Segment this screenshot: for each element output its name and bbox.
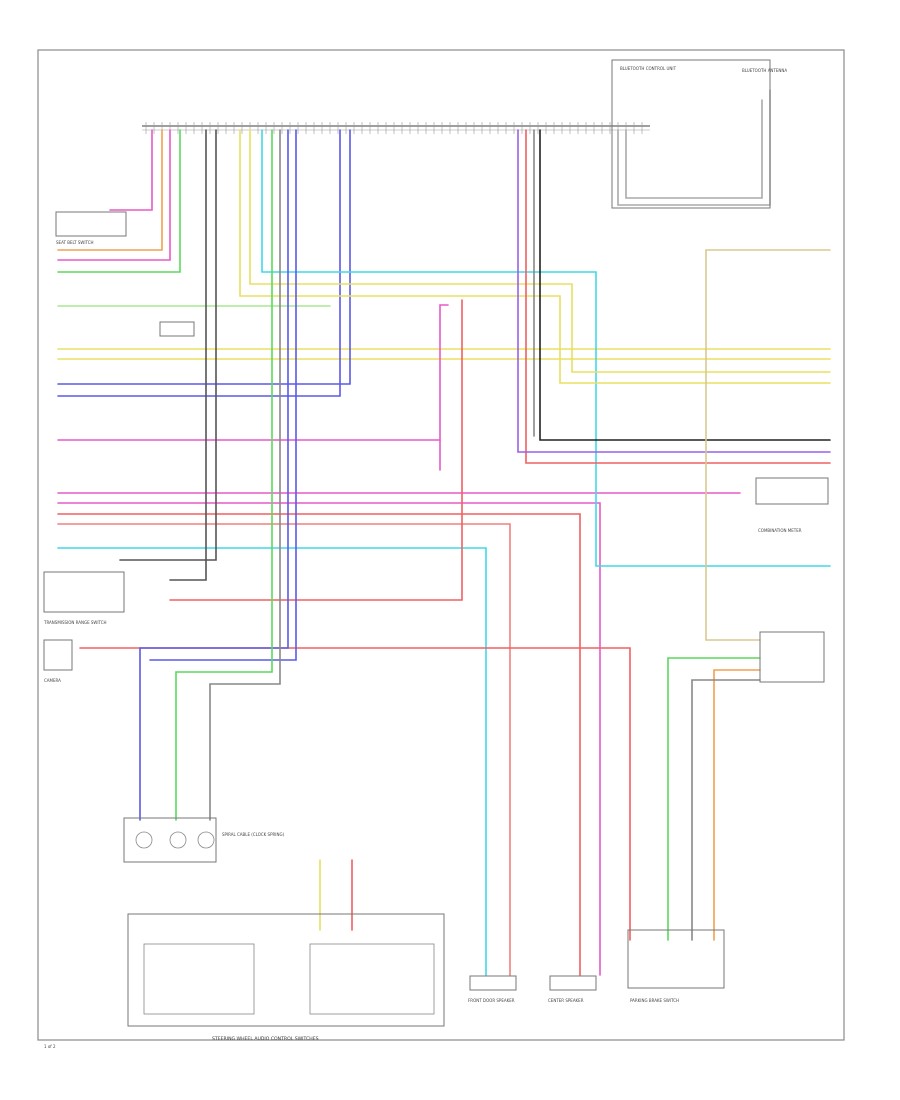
seat-belt-label: SEAT BELT SWITCH [56,240,94,245]
wire-gray-2 [691,679,761,941]
front-door-speaker-box [469,975,517,991]
wire-orange-1 [57,129,163,251]
wire-red-2 [169,299,463,601]
wire-pink-3 [57,304,449,441]
page-number: 1 of 2 [44,1044,56,1049]
wire-yellow-3 [239,129,831,384]
center-speaker-label: CENTER SPEAKER [548,998,584,1003]
transmission-range-box [43,571,125,613]
wire-pink-2 [57,129,171,261]
spiral-cable-label: SPIRAL CABLE (CLOCK SPRING) [222,832,285,837]
wire-green-3 [667,657,761,941]
center-speaker-box [549,975,597,991]
wire-gray-5 [625,99,763,199]
parking-brake-box [627,929,725,989]
diagram-frame [37,49,845,1041]
bluetooth-antenna-label: BLUETOOTH ANTENNA [742,68,787,73]
seat-belt-switch-box [55,211,127,237]
steering-switch-panel [127,913,445,1027]
wire-black-1 [539,129,831,441]
wire-gray-4 [617,89,771,206]
parking-brake-label: PARKING BRAKE SWITCH [630,998,679,1003]
wire-gray-3 [209,129,281,821]
wire-orange-2 [713,669,761,941]
camera-label: CAMERA [44,678,61,683]
wire-yellow-4 [249,129,831,373]
connector-pin-ticks [145,122,643,134]
wire-tan-1 [705,249,831,641]
wire-salmon-1 [57,523,511,976]
wires [57,89,831,976]
wire-green-1 [57,129,181,273]
wire-red-1 [57,513,581,976]
wire-blue-2 [57,129,341,397]
right-switch-box [759,631,825,683]
wire-red-4 [525,129,831,464]
front-door-speaker-label: FRONT DOOR SPEAKER [468,998,515,1003]
wire-pink-5 [57,502,601,976]
wire-green-4 [175,129,273,821]
wire-cyan-1 [57,547,487,976]
bluetooth-box [611,59,771,209]
splice-box [159,321,195,337]
wire-violet-1 [517,129,831,453]
combination-meter-label: COMBINATION METER [758,528,802,533]
wire-blue-4 [149,129,297,661]
transmission-range-label: TRANSMISSION RANGE SWITCH [43,620,107,625]
wire-blue-3 [139,129,289,821]
steering-switch-label: STEERING WHEEL AUDIO CONTROL SWITCHES [212,1036,319,1042]
wire-black-3 [119,129,217,561]
wire-blue-1 [57,129,351,385]
spiral-cable [123,817,217,863]
wire-black-2 [169,129,207,581]
wire-red-3 [79,647,631,941]
wire-pink-1 [109,129,153,211]
main-connector-strip [142,125,650,131]
bluetooth-unit-label: BLUETOOTH CONTROL UNIT [620,66,677,71]
combination-meter-box [755,477,829,505]
camera-box [43,639,73,671]
wire-cyan-2 [261,129,831,567]
